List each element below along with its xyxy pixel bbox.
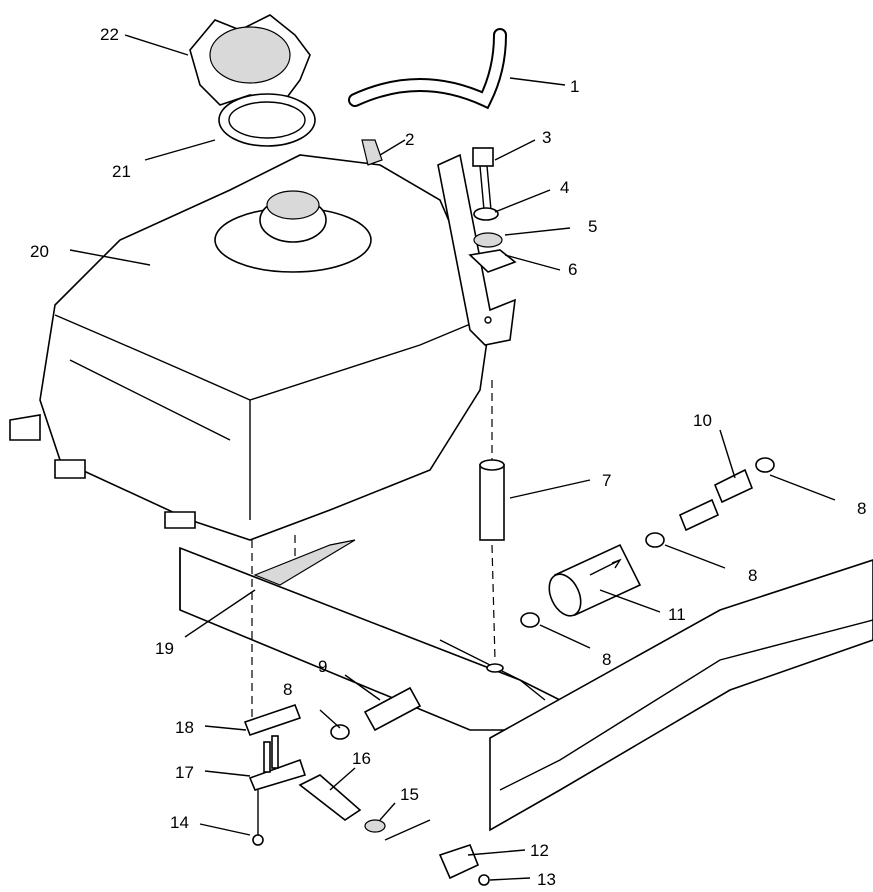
callout-8-filter-top: 8 — [748, 566, 757, 585]
callout-15: 15 — [400, 785, 419, 804]
callout-5: 5 — [588, 217, 597, 236]
callout-16: 16 — [352, 749, 371, 768]
fuel-tank — [9, 154, 491, 541]
callout-labels: 1 2 3 4 5 6 7 8 8 8 8 9 10 11 12 13 14 1… — [30, 25, 866, 889]
vent-fitting — [361, 139, 383, 166]
callout-21: 21 — [112, 162, 131, 181]
fuel-cap — [189, 14, 311, 106]
callout-8-filter-bottom: 8 — [602, 650, 611, 669]
callout-17: 17 — [175, 763, 194, 782]
petcock-assembly — [243, 703, 386, 846]
callout-2: 2 — [405, 130, 414, 149]
tank-pad — [253, 539, 356, 586]
callout-10: 10 — [693, 411, 712, 430]
fuel-filter — [548, 543, 642, 617]
cap-gasket — [218, 93, 316, 147]
callout-8-right: 8 — [857, 499, 866, 518]
callout-22: 22 — [100, 25, 119, 44]
callout-11: 11 — [668, 605, 686, 624]
spacer-sleeve — [479, 459, 505, 541]
callout-8-petcock: 8 — [283, 680, 292, 699]
callout-3: 3 — [542, 128, 551, 147]
drain-fitting — [438, 844, 490, 886]
fuel-hose-9 — [363, 686, 422, 732]
callout-6: 6 — [568, 260, 577, 279]
fuel-hose-short — [678, 498, 720, 532]
callout-4: 4 — [560, 178, 569, 197]
mount-hardware — [468, 147, 517, 273]
frame-rail — [179, 546, 873, 832]
callout-14: 14 — [170, 813, 189, 832]
callout-12: 12 — [530, 841, 549, 860]
hose-clamps — [330, 457, 775, 740]
callout-19: 19 — [155, 639, 174, 658]
callout-18: 18 — [175, 718, 194, 737]
tank-mount-bracket — [437, 153, 516, 346]
callout-1: 1 — [570, 77, 579, 96]
callout-20: 20 — [30, 242, 49, 261]
callout-9: 9 — [318, 657, 327, 676]
leader-lines — [69, 34, 836, 881]
callout-13: 13 — [537, 870, 556, 889]
fuel-hose-10 — [713, 468, 754, 504]
callout-7: 7 — [602, 471, 611, 490]
